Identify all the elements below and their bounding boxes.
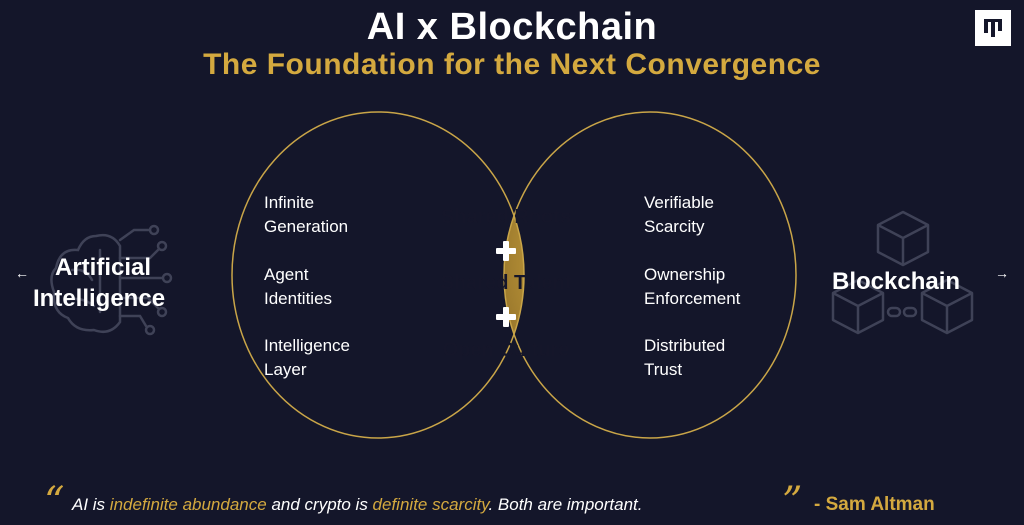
right-item-3: Distributed Trust — [644, 336, 726, 379]
plus-icon — [496, 241, 516, 261]
left-circle — [231, 111, 525, 439]
logo-icon — [975, 10, 1011, 46]
left-label-artificial-intelligence: Artificial Intelligence — [33, 254, 166, 312]
page-subtitle: The Foundation for the Next Convergence — [203, 48, 821, 81]
arrow-right-icon: → — [995, 265, 1009, 281]
quote-text: AI is indefinite abundance and crypto is… — [72, 495, 643, 514]
left-item-2: Agent Identities — [264, 265, 333, 308]
right-label-blockchain: Blockchain — [832, 268, 961, 295]
quote-author: - Sam Altman — [814, 494, 935, 515]
blockchain-cubes-icon — [831, 210, 974, 335]
arrow-left-icon: ← — [15, 265, 29, 281]
center-item-shared-talent: Shared Talent — [440, 272, 572, 294]
center-item-shared-roots: Shared Roots — [440, 206, 572, 228]
center-item-open-culture: Open Culture — [442, 339, 570, 361]
right-circle — [503, 111, 797, 439]
right-item-2: Ownership Enforcement — [644, 265, 741, 308]
quote-banner: “ AI is indefinite abundance and crypto … — [0, 482, 1024, 522]
close-quote-mark: ” — [782, 479, 803, 525]
page-title: AI x Blockchain — [366, 6, 658, 48]
left-item-3: Intelligence Layer — [264, 336, 351, 379]
open-quote-mark: “ — [44, 479, 65, 525]
right-item-1: Verifiable Scarcity — [644, 193, 714, 236]
left-item-1: Infinite Generation — [264, 193, 349, 236]
brain-circuit-icon — [50, 224, 173, 336]
plus-icon — [496, 307, 516, 327]
